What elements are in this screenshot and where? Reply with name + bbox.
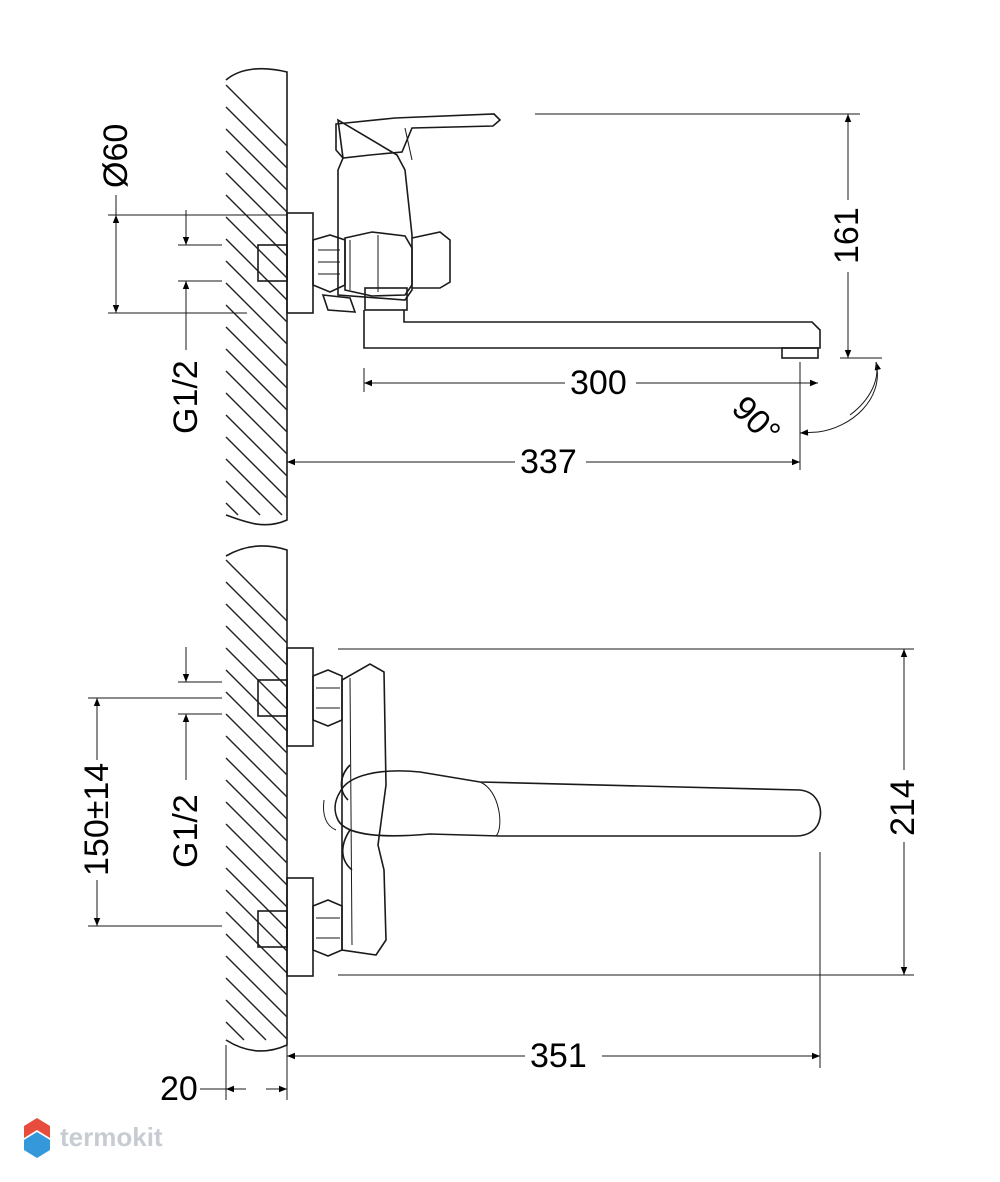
hatch-line xyxy=(225,172,288,235)
hatch-line xyxy=(225,845,288,908)
mixer-body-top xyxy=(321,118,451,313)
wall-top xyxy=(225,67,288,526)
brand-name: termokit xyxy=(60,1122,163,1152)
spout-length-label: 300 xyxy=(570,364,627,402)
hatch-line xyxy=(225,603,288,666)
hatch-line xyxy=(225,735,288,798)
dim-rotation: 90° xyxy=(724,361,881,452)
hatch-line xyxy=(225,647,288,710)
hatch-line xyxy=(225,480,261,516)
center-distance-label: 150±14 xyxy=(78,763,116,876)
hatch-line xyxy=(225,260,288,323)
hatch-line xyxy=(225,414,288,477)
hatch-line xyxy=(225,955,288,1018)
hatch-line xyxy=(225,106,288,169)
projection-bottom-label: 351 xyxy=(530,1037,587,1075)
spout-handle-bottom xyxy=(323,770,822,837)
hatch-line xyxy=(225,502,239,516)
hatch-line xyxy=(225,348,288,411)
mixer-body-bottom xyxy=(340,663,387,956)
watermark: termokit xyxy=(24,1118,163,1158)
hatch-line xyxy=(225,282,288,345)
hatch-line xyxy=(225,238,288,301)
diameter-label: Ø60 xyxy=(97,124,135,188)
hatch-line xyxy=(225,779,288,842)
inlet-connector-upper xyxy=(257,647,343,747)
dim-height-top: 161 xyxy=(535,113,882,359)
dim-diameter: Ø60 xyxy=(97,124,287,314)
dim-projection-bottom: 351 xyxy=(286,852,821,1075)
hatch-line xyxy=(225,823,288,886)
wall-offset-label: 20 xyxy=(160,1070,198,1108)
spout-top xyxy=(363,310,821,359)
dim-spout-length: 300 xyxy=(363,362,818,470)
hatch-line xyxy=(225,436,288,499)
hatch-line xyxy=(225,801,288,864)
dim-projection-top: 337 xyxy=(287,443,800,481)
height-top-label: 161 xyxy=(828,207,866,264)
height-bottom-label: 214 xyxy=(884,779,922,836)
lever-handle-top xyxy=(335,113,502,161)
hatch-line xyxy=(225,370,288,433)
hatch-line xyxy=(225,150,288,213)
dim-thread-top: G1/2 xyxy=(167,210,222,434)
dim-center-distance: 150±14 xyxy=(78,697,222,927)
hatch-line xyxy=(225,977,288,1040)
hatch-line xyxy=(225,84,288,147)
hatch-line xyxy=(225,458,283,516)
hatch-line xyxy=(225,392,288,455)
hatch-line xyxy=(225,194,288,257)
brand-logo-icon xyxy=(24,1118,50,1158)
dim-height-bottom: 214 xyxy=(338,648,922,976)
hatch-line xyxy=(225,713,288,776)
hatch-line xyxy=(225,128,288,191)
hatch-line xyxy=(225,559,288,622)
projection-top-label: 337 xyxy=(520,443,577,481)
hatch-line xyxy=(225,691,288,754)
bottom-view: G1/2 150±14 214 351 xyxy=(78,545,922,1108)
wall-hatch-bottom xyxy=(225,559,288,1041)
hatch-line xyxy=(225,326,288,389)
hatch-line xyxy=(225,867,288,930)
dim-wall-offset: 20 xyxy=(160,1045,288,1108)
hatch-line xyxy=(225,304,288,367)
top-view: Ø60 G1/2 161 300 xyxy=(97,67,882,526)
hatch-line xyxy=(225,1021,245,1041)
thread-bottom-label: G1/2 xyxy=(167,794,205,868)
wall-hatch-top xyxy=(225,84,288,516)
wall-bottom xyxy=(225,545,288,1052)
hatch-line xyxy=(225,669,288,732)
hatch-line xyxy=(225,216,288,279)
thread-top-label: G1/2 xyxy=(167,360,205,434)
hatch-line xyxy=(225,911,288,974)
hatch-line xyxy=(225,581,288,644)
rotation-label: 90° xyxy=(724,389,787,452)
dim-thread-bottom: G1/2 xyxy=(167,647,222,868)
hatch-line xyxy=(225,757,288,820)
hatch-line xyxy=(225,933,288,996)
hatch-line xyxy=(225,999,267,1041)
inlet-connector-lower xyxy=(257,877,343,977)
hatch-line xyxy=(225,889,288,952)
hatch-line xyxy=(225,625,288,688)
